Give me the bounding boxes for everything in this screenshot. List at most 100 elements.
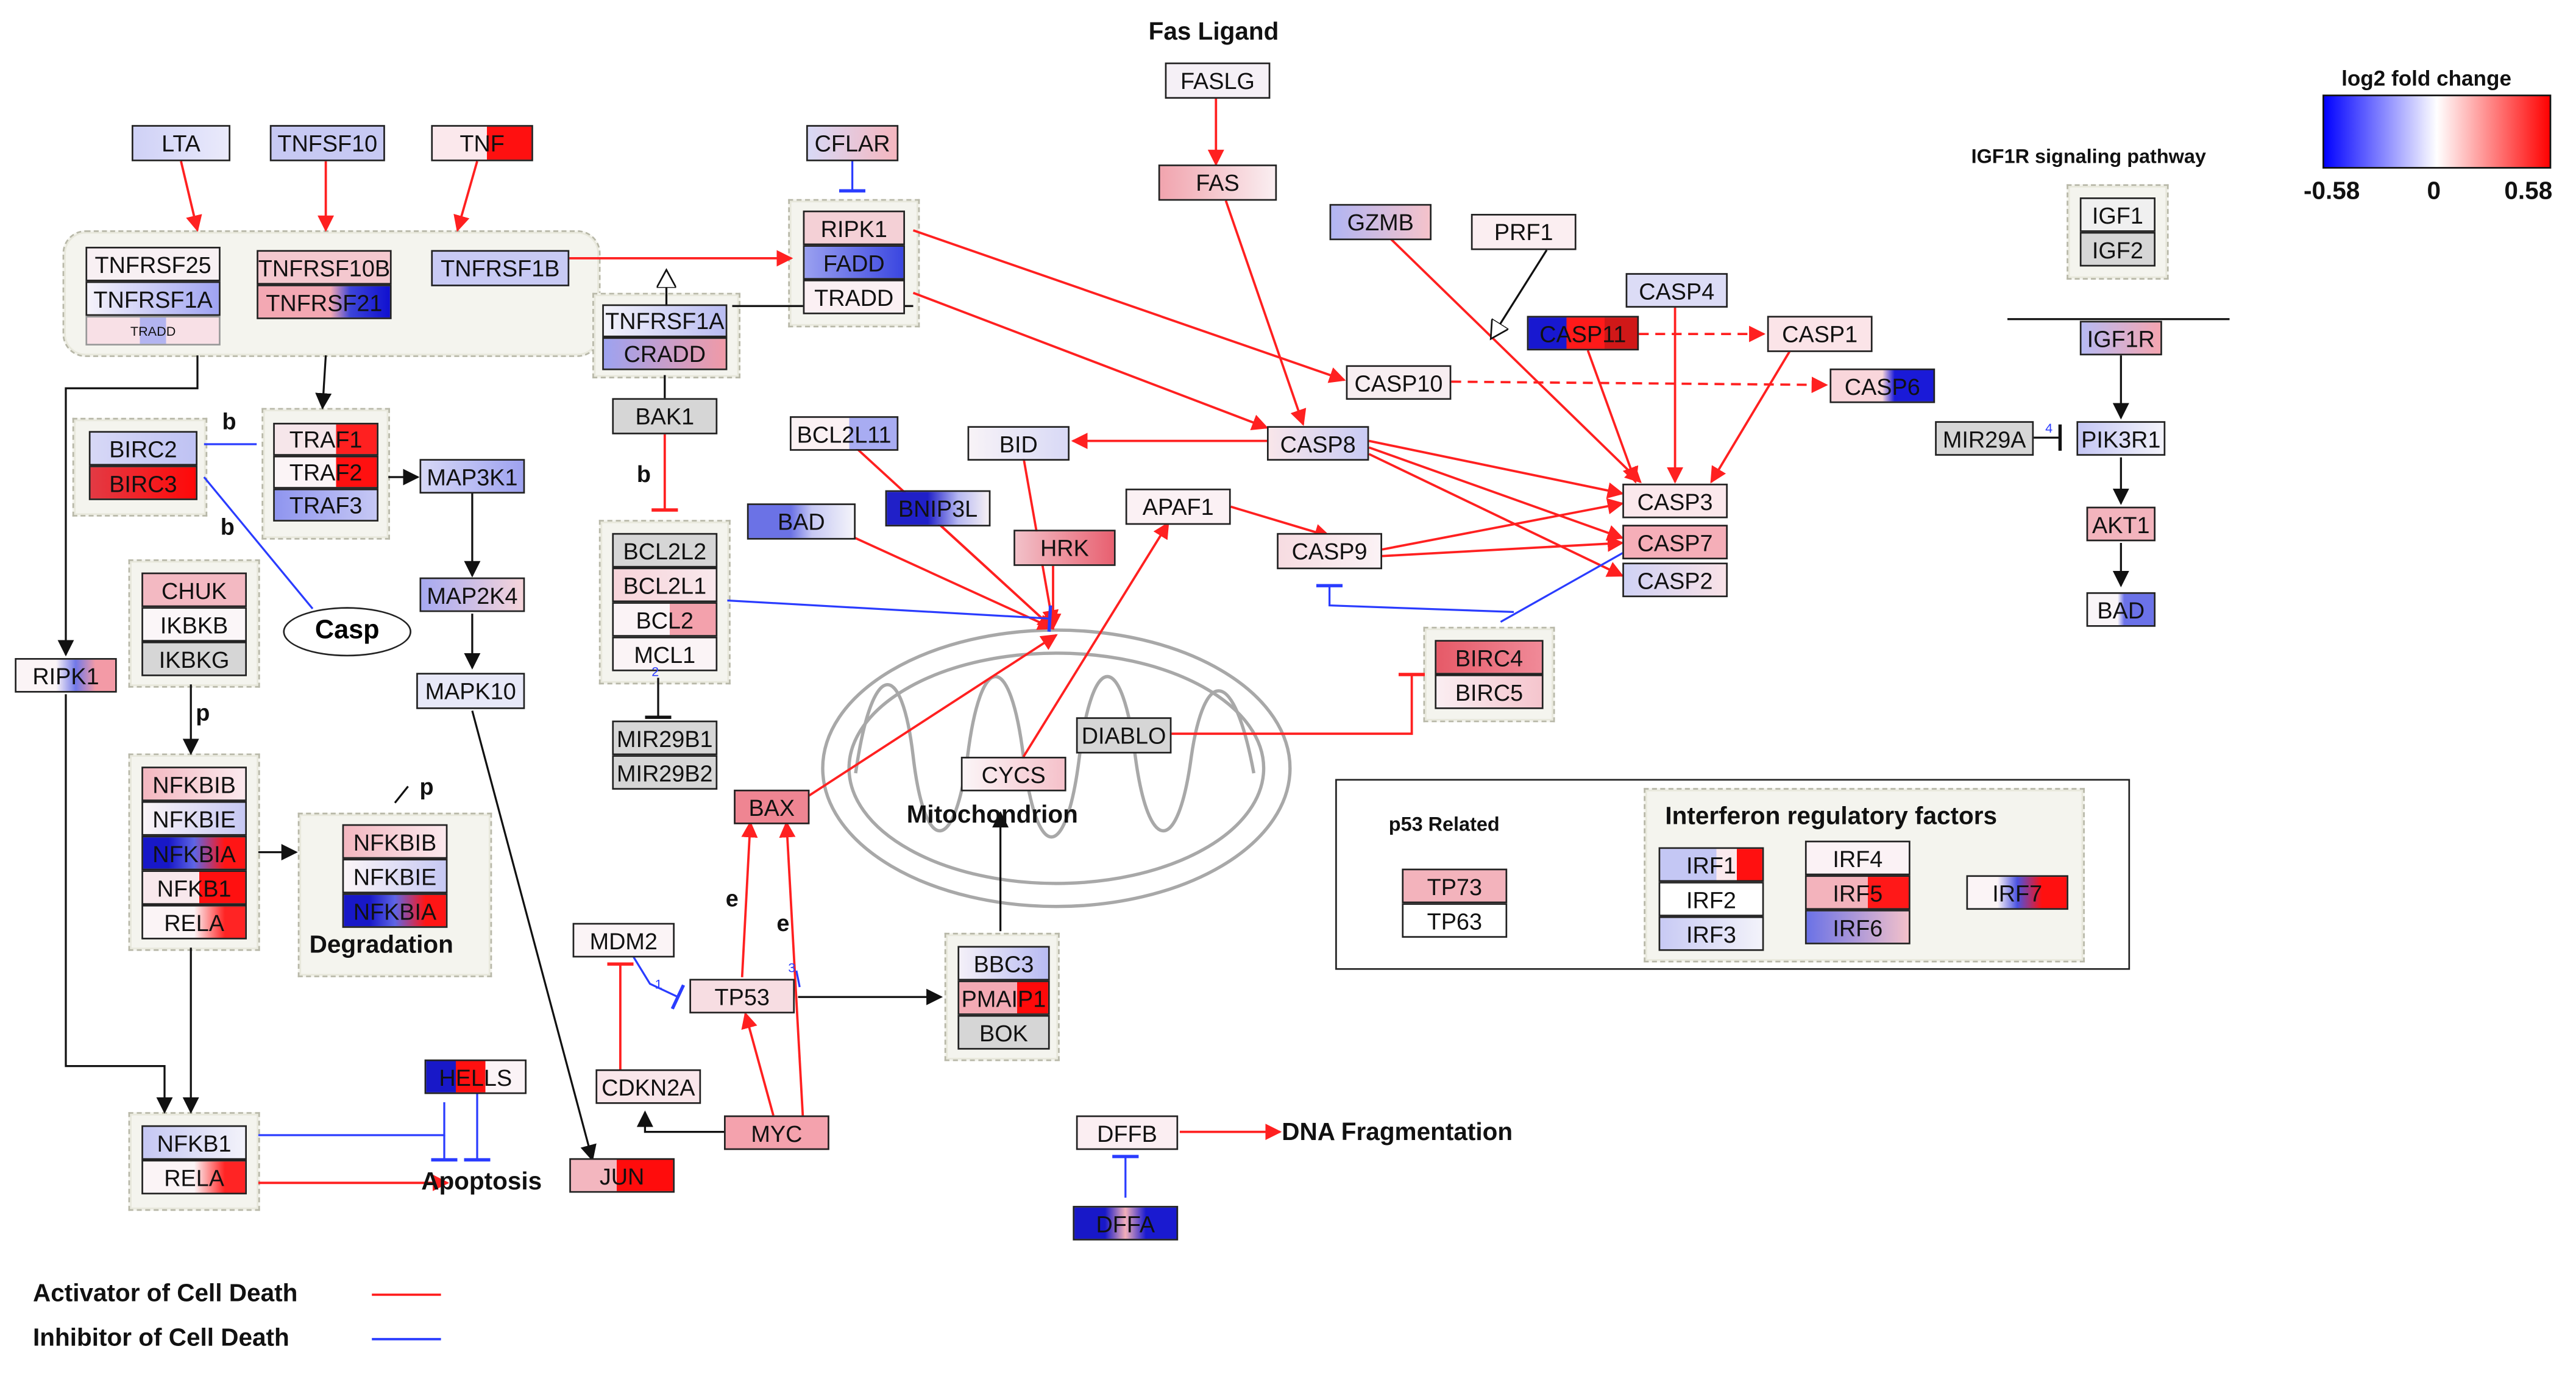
gene-BAK1[interactable]: BAK1 [612, 398, 718, 434]
gene-CASP4[interactable]: CASP4 [1625, 273, 1728, 308]
gene-IRF3[interactable]: IRF3 [1658, 916, 1764, 951]
gene-IRF5[interactable]: IRF5 [1804, 875, 1911, 910]
dna-fragmentation-label: DNA Fragmentation [1282, 1119, 1513, 1147]
gene-BCL2L2[interactable]: BCL2L2 [612, 533, 718, 568]
gene-RIPK1-left[interactable]: RIPK1 [15, 658, 117, 693]
gene-IRF1[interactable]: IRF1 [1658, 847, 1764, 882]
gene-BAX[interactable]: BAX [734, 790, 810, 824]
gene-MIR29B2[interactable]: MIR29B2 [612, 755, 718, 790]
gene-CASP2[interactable]: CASP2 [1622, 562, 1728, 598]
gene-RELA-bottom[interactable]: RELA [141, 1160, 247, 1195]
gene-APAF1[interactable]: APAF1 [1125, 488, 1231, 525]
gene-CHUK[interactable]: CHUK [141, 572, 247, 607]
gene-CDKN2A[interactable]: CDKN2A [595, 1069, 701, 1104]
gene-NFKBIB[interactable]: NFKBIB [141, 767, 247, 801]
gene-TRAF3[interactable]: TRAF3 [273, 488, 378, 522]
gene-MAPK10[interactable]: MAPK10 [416, 673, 525, 709]
gene-DIABLO[interactable]: DIABLO [1076, 717, 1172, 754]
gene-TNFRSF1A[interactable]: TNFRSF1A [85, 281, 221, 316]
gene-NFKBIA-deg[interactable]: NFKBIA [342, 893, 448, 928]
gene-CRADD[interactable]: CRADD [602, 337, 728, 370]
gene-CASP9[interactable]: CASP9 [1277, 533, 1382, 570]
gene-BIRC2[interactable]: BIRC2 [88, 431, 197, 466]
gene-RELA[interactable]: RELA [141, 905, 247, 940]
gene-NFKBIE-deg[interactable]: NFKBIE [342, 859, 448, 894]
gene-IGF1R[interactable]: IGF1R [2079, 320, 2162, 356]
gene-BIRC5[interactable]: BIRC5 [1435, 675, 1544, 709]
irf-group-label: Interferon regulatory factors [1665, 802, 1998, 831]
gene-BCL2[interactable]: BCL2 [612, 602, 718, 637]
gene-GZMB[interactable]: GZMB [1329, 204, 1432, 241]
gene-TRADD[interactable]: TRADD [803, 280, 905, 314]
gene-BCL2L1[interactable]: BCL2L1 [612, 567, 718, 603]
gene-CYCS[interactable]: CYCS [960, 757, 1066, 791]
gene-TNFSF10[interactable]: TNFSF10 [269, 125, 385, 161]
gene-TNFRSF1B[interactable]: TNFRSF1B [431, 250, 570, 286]
gene-CASP7[interactable]: CASP7 [1622, 525, 1728, 559]
gene-PRF1[interactable]: PRF1 [1471, 214, 1577, 250]
gene-NFKB1[interactable]: NFKB1 [141, 870, 247, 905]
gene-TRADD-small[interactable]: TRADD [85, 316, 221, 345]
gene-TNFRSF25[interactable]: TNFRSF25 [85, 247, 221, 282]
gene-MIR29A[interactable]: MIR29A [1935, 421, 2034, 456]
gene-MYC[interactable]: MYC [724, 1115, 829, 1150]
gene-CASP1[interactable]: CASP1 [1767, 316, 1873, 352]
gene-NFKB1-bottom[interactable]: NFKB1 [141, 1125, 247, 1160]
gene-BIRC4[interactable]: BIRC4 [1435, 640, 1544, 675]
gene-TP63[interactable]: TP63 [1402, 903, 1508, 938]
gene-IGF1[interactable]: IGF1 [2079, 197, 2156, 232]
gene-CASP10[interactable]: CASP10 [1346, 365, 1452, 400]
gene-HELLS[interactable]: HELLS [424, 1059, 527, 1094]
gene-BID[interactable]: BID [967, 426, 1070, 461]
gene-BOK[interactable]: BOK [957, 1015, 1050, 1050]
gene-NFKBIE[interactable]: NFKBIE [141, 801, 247, 836]
gene-HRK[interactable]: HRK [1013, 529, 1116, 566]
gene-FADD[interactable]: FADD [803, 245, 905, 280]
gene-NFKBIB-deg[interactable]: NFKBIB [342, 824, 448, 859]
gene-TNFRSF21[interactable]: TNFRSF21 [257, 285, 392, 319]
gene-IRF2[interactable]: IRF2 [1658, 882, 1764, 916]
gene-BCL2L11[interactable]: BCL2L11 [790, 416, 899, 451]
gene-CASP6[interactable]: CASP6 [1829, 368, 1936, 403]
gene-BNIP3L[interactable]: BNIP3L [885, 490, 991, 526]
gene-TRAF2[interactable]: TRAF2 [273, 455, 378, 489]
gene-MIR29B1[interactable]: MIR29B1 [612, 720, 718, 756]
gene-PIK3R1[interactable]: PIK3R1 [2076, 421, 2166, 456]
gene-MDM2[interactable]: MDM2 [572, 922, 675, 958]
gene-DFFA[interactable]: DFFA [1073, 1206, 1179, 1241]
gene-MAP2K4[interactable]: MAP2K4 [419, 577, 525, 612]
gene-CASP3[interactable]: CASP3 [1622, 483, 1728, 519]
gene-BBC3[interactable]: BBC3 [957, 946, 1050, 981]
gene-TNFRSF10B[interactable]: TNFRSF10B [257, 250, 392, 285]
gene-IRF7[interactable]: IRF7 [1966, 875, 2068, 910]
gene-FAS[interactable]: FAS [1158, 165, 1277, 201]
gene-NFKBIA[interactable]: NFKBIA [141, 835, 247, 871]
gene-TNFRSF1A-b[interactable]: TNFRSF1A [602, 304, 728, 338]
gene-TNF[interactable]: TNF [431, 125, 533, 161]
gene-TP73[interactable]: TP73 [1402, 868, 1508, 904]
gene-TP53[interactable]: TP53 [689, 979, 795, 1014]
gene-IKBKG[interactable]: IKBKG [141, 642, 247, 676]
gene-BAD[interactable]: BAD [747, 503, 856, 540]
activator-edges [180, 99, 1792, 1191]
gene-RIPK1[interactable]: RIPK1 [803, 210, 905, 246]
gene-MCL1[interactable]: MCL1 [612, 636, 718, 671]
gene-IRF6[interactable]: IRF6 [1804, 910, 1911, 944]
gene-IRF4[interactable]: IRF4 [1804, 840, 1911, 876]
casp-node[interactable]: Casp [283, 607, 411, 657]
gene-BAD-igf[interactable]: BAD [2086, 592, 2156, 627]
gene-JUN[interactable]: JUN [569, 1158, 675, 1193]
gene-CFLAR[interactable]: CFLAR [806, 125, 899, 161]
gene-FASLG[interactable]: FASLG [1165, 62, 1271, 99]
gene-LTA[interactable]: LTA [132, 125, 230, 161]
gene-PMAIP1[interactable]: PMAIP1 [957, 980, 1050, 1015]
gene-IKBKB[interactable]: IKBKB [141, 607, 247, 642]
gene-TRAF1[interactable]: TRAF1 [273, 422, 378, 456]
gene-CASP8[interactable]: CASP8 [1267, 426, 1369, 461]
gene-AKT1[interactable]: AKT1 [2086, 506, 2156, 542]
gene-CASP11[interactable]: CASP11 [1527, 316, 1639, 351]
gene-BIRC3[interactable]: BIRC3 [88, 466, 197, 500]
gene-IGF2[interactable]: IGF2 [2079, 232, 2156, 267]
gene-DFFB[interactable]: DFFB [1076, 1115, 1179, 1150]
gene-MAP3K1[interactable]: MAP3K1 [419, 459, 525, 494]
